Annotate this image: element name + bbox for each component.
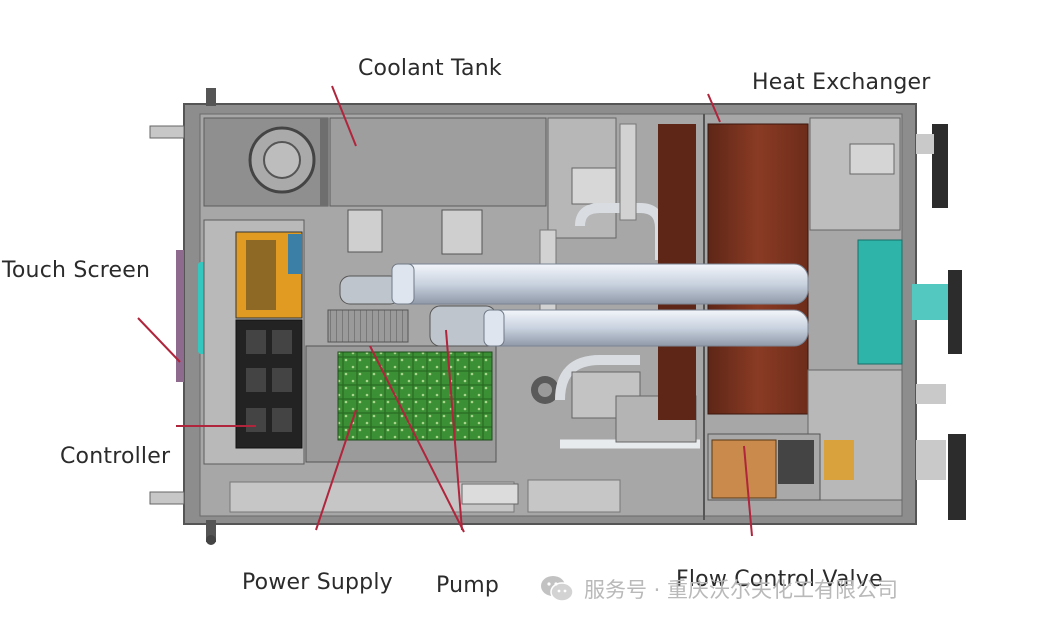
- leader-flow-valve: [743, 445, 753, 537]
- right-components: [807, 117, 966, 520]
- power-supply-board: [229, 309, 621, 513]
- coolant-tank: [203, 117, 547, 207]
- label-coolant-tank: Coolant Tank: [358, 56, 502, 81]
- wechat-icon: [541, 576, 574, 602]
- label-heat-exchanger: Heat Exchanger: [752, 70, 931, 95]
- leader-heat-exchanger: [707, 93, 721, 123]
- leader-coolant-tank: [331, 85, 357, 147]
- label-controller: Controller: [60, 444, 171, 469]
- label-touch-screen: Touch Screen: [2, 258, 151, 283]
- watermark: 服务号 · 重庆沃尔夫化工有限公司: [540, 574, 898, 604]
- leader-pump-1: [369, 345, 465, 533]
- controller: [203, 219, 305, 465]
- leader-lines: [137, 85, 753, 537]
- leader-power-supply: [315, 409, 357, 531]
- label-flow-control-valve: Flow Control Valve: [676, 567, 883, 592]
- coolant-pipes: [391, 263, 809, 347]
- watermark-text: 服务号 · 重庆沃尔夫化工有限公司: [584, 578, 899, 602]
- label-pump: Pump: [436, 573, 500, 598]
- teal-module: [857, 239, 948, 365]
- leader-pump-2: [445, 329, 463, 531]
- piping-clutter: [539, 117, 700, 449]
- label-power-supply: Power Supply: [242, 570, 393, 595]
- leader-touch-screen: [137, 317, 181, 363]
